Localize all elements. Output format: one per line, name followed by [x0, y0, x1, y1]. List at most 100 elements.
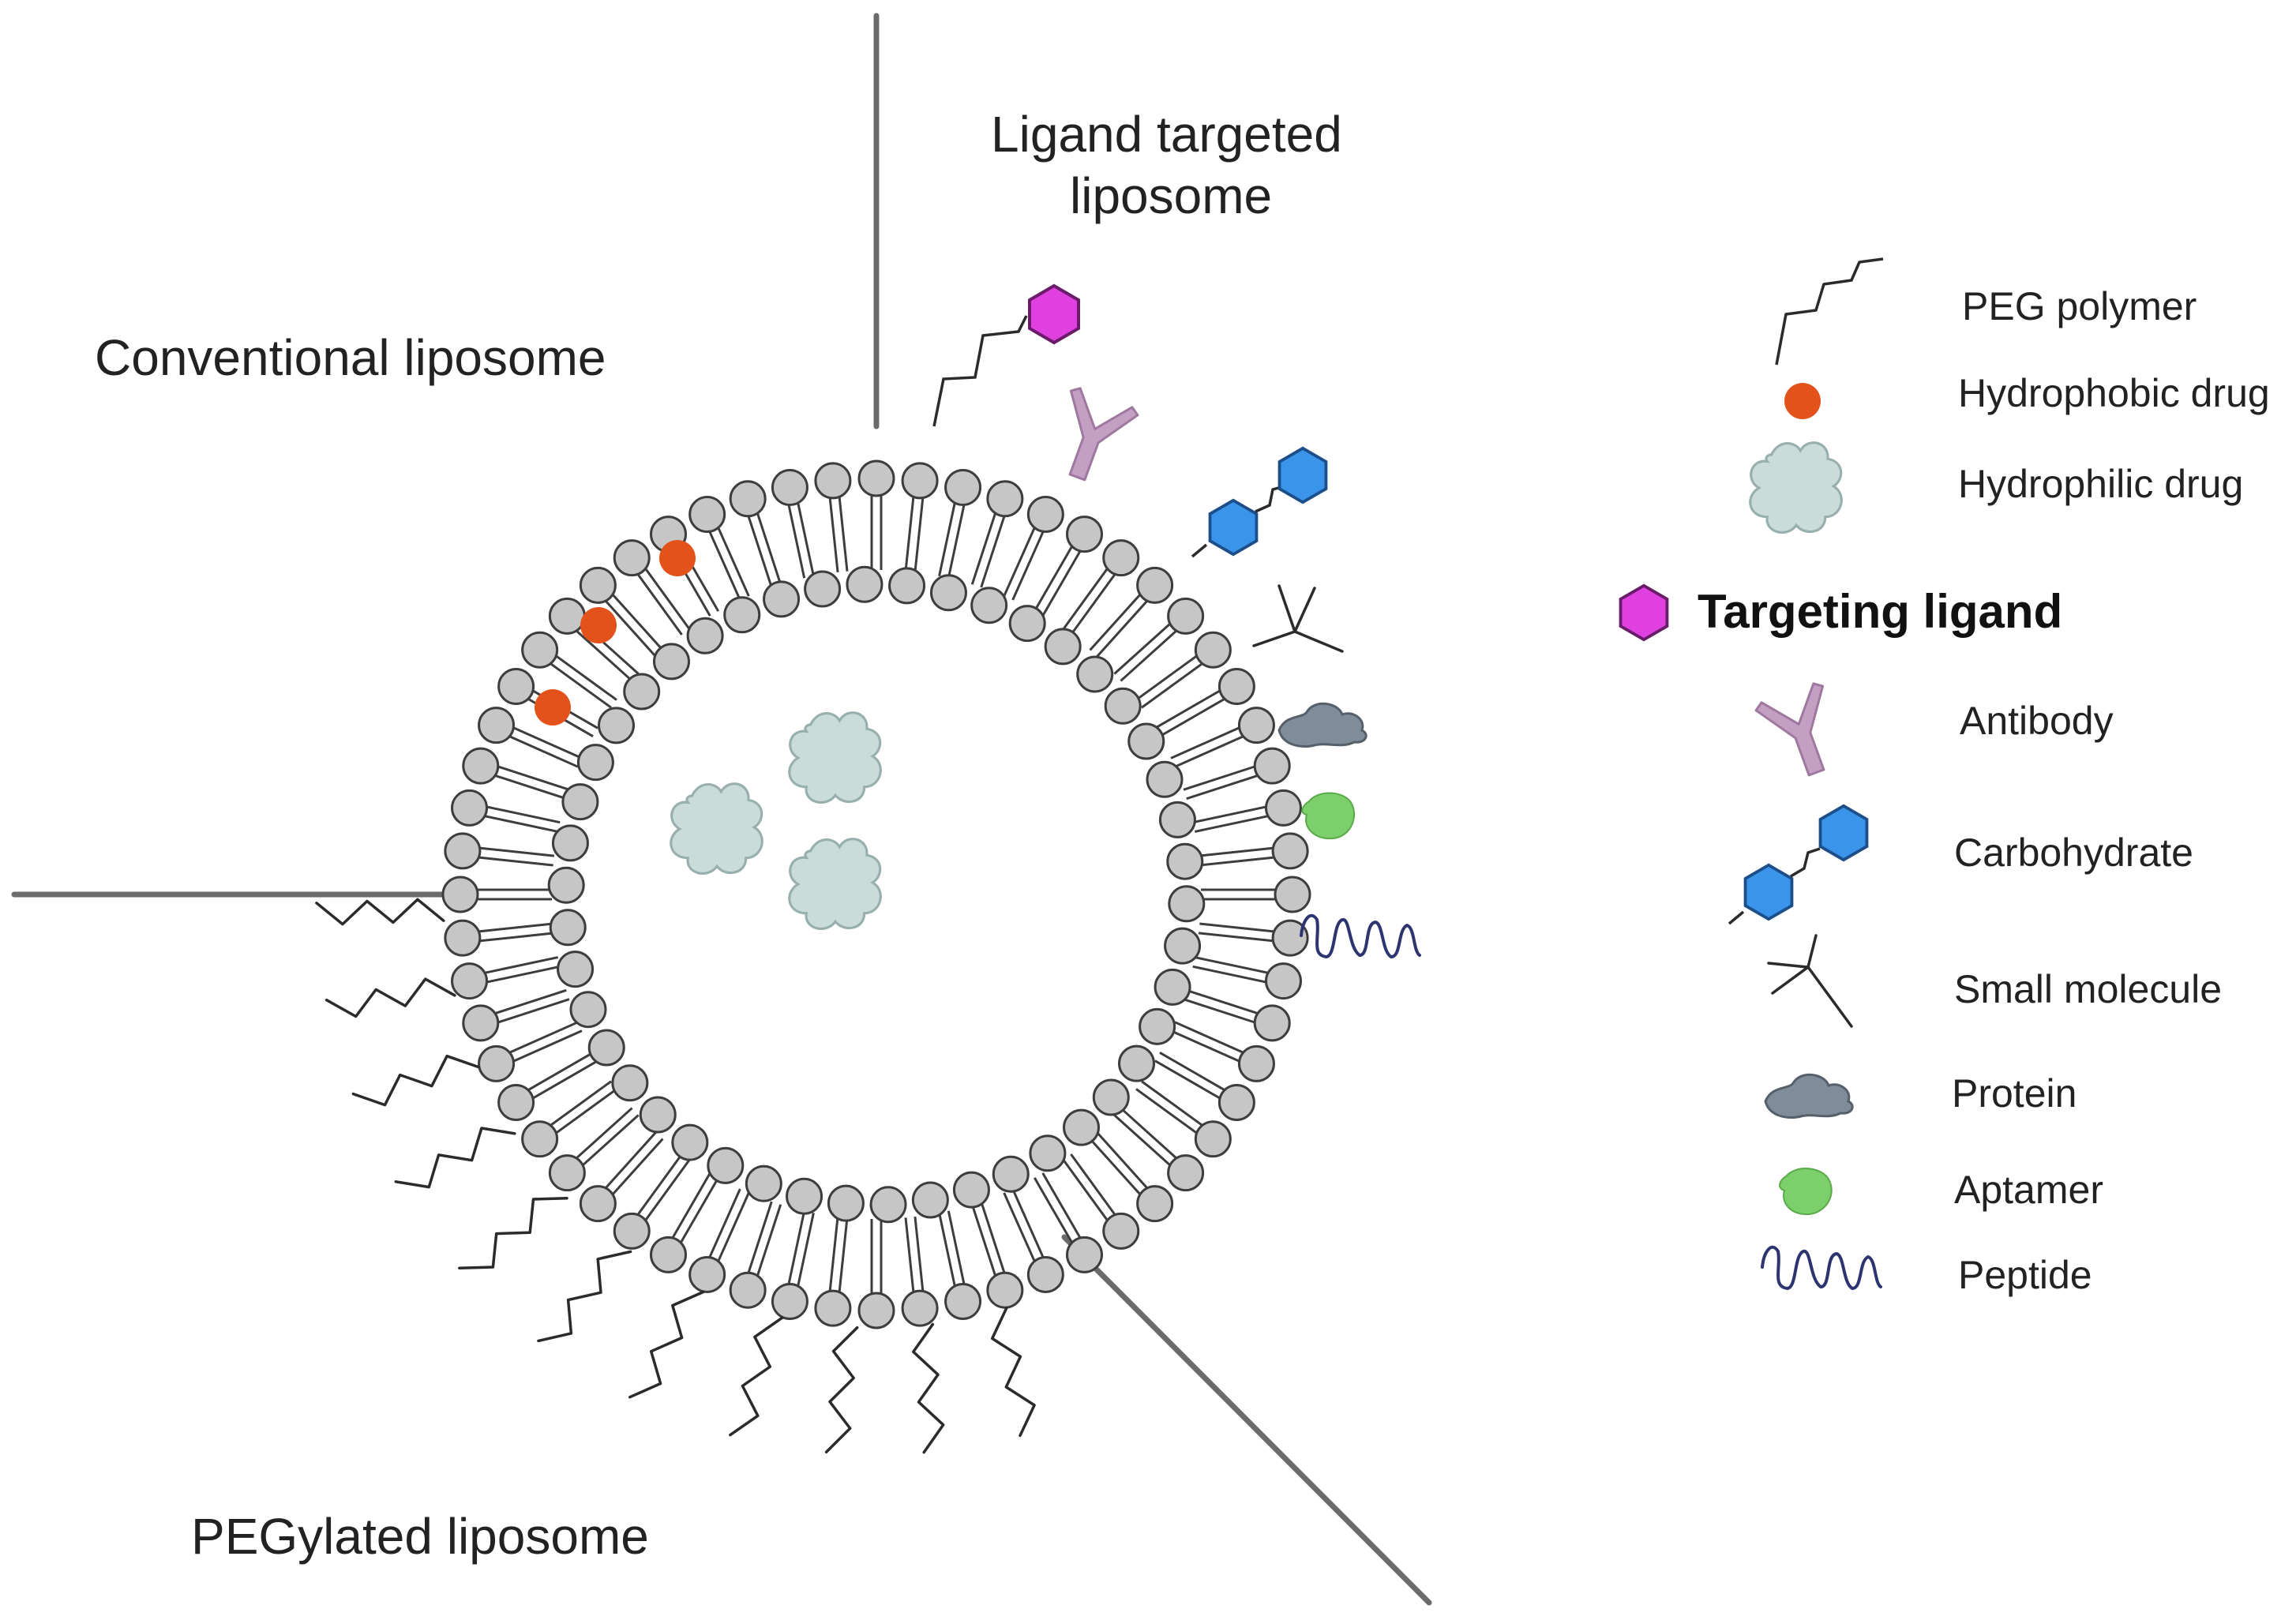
divider-bottom-right: [1061, 1234, 1432, 1606]
lipid-tail: [484, 965, 561, 984]
legend-icons: [1619, 257, 1884, 1291]
antibody-icon: [1068, 387, 1139, 482]
lipid-head-inner: [723, 596, 761, 634]
lipid-tail: [1194, 956, 1271, 975]
lipid-tail: [1154, 688, 1223, 729]
lipid-head-outer: [1066, 1236, 1103, 1273]
lipid-tail: [580, 1114, 640, 1168]
lipid-tail: [904, 494, 915, 572]
lipid-head-outer: [650, 1236, 687, 1273]
lipid-head-inner: [1154, 968, 1191, 1006]
lipid-head-inner: [1158, 801, 1196, 838]
lipid-tail: [1198, 846, 1276, 857]
lipid-head-inner: [707, 1146, 745, 1184]
legend-aptamer: Aptamer: [1954, 1168, 2103, 1212]
lipid-head-outer: [1253, 747, 1291, 785]
peg-chain: [351, 1054, 480, 1107]
lipid-head-inner: [1164, 927, 1202, 965]
aptamer-legend-icon: [1779, 1168, 1833, 1216]
lipid-head-inner: [992, 1155, 1030, 1193]
lipid-tail: [1120, 1107, 1180, 1161]
lipid-tail: [553, 653, 617, 701]
lipid-tail: [1192, 965, 1269, 984]
small-molecule-icon: [1252, 584, 1344, 653]
lipid-head-inner: [952, 1171, 990, 1209]
lipid-head-inner: [561, 783, 599, 821]
lipid-head-inner: [576, 744, 614, 782]
lipid-head-outer: [462, 747, 500, 785]
lipid-head-outer: [613, 539, 651, 577]
protein-icon: [1277, 702, 1367, 748]
carbohydrate-legend-icon: [1728, 804, 1869, 925]
lipid-tail: [1070, 1153, 1118, 1218]
lipid-tail: [1174, 734, 1247, 768]
lipid-head-inner: [869, 1186, 907, 1224]
ligand-targeted-title-line2: liposome: [1070, 167, 1273, 224]
lipid-tail: [1186, 773, 1261, 801]
lipid-tail: [1034, 1177, 1075, 1246]
hydrophilic-drugs: [670, 711, 882, 930]
lipid-head-inner: [763, 580, 801, 618]
lipid-head-inner: [911, 1181, 949, 1219]
lipid-head-inner: [846, 565, 884, 603]
lipid-head-outer: [729, 480, 767, 518]
lipid-tail: [838, 494, 849, 572]
lipid-tail: [1120, 628, 1180, 682]
lipid-head-outer: [814, 462, 852, 500]
lipid-head-outer: [688, 1255, 726, 1293]
lipid-head-inner: [1008, 605, 1046, 643]
lipid-head-inner: [639, 1096, 677, 1134]
lipid-tail: [1041, 548, 1082, 617]
legend-hydrophilic-drug: Hydrophilic drug: [1958, 462, 2244, 506]
lipid-tail: [477, 846, 555, 857]
lipid-tail: [477, 932, 555, 943]
lipid-tail: [492, 988, 567, 1016]
lipid-tail: [828, 495, 839, 573]
lipid-tail: [1170, 1029, 1243, 1063]
lipid-head-inner: [597, 707, 635, 744]
carbohydrate-hexagon: [1208, 498, 1259, 557]
lipid-tail: [1062, 1159, 1110, 1224]
lipid-head-outer: [462, 1004, 500, 1042]
peptide-icon: [1300, 913, 1421, 959]
legend-small-molecule: Small molecule: [1954, 967, 2223, 1011]
lipid-head-outer: [1253, 1004, 1291, 1042]
lipid-tail: [1183, 764, 1258, 791]
peg-chain: [824, 1326, 859, 1454]
carbohydrate-icon: [1191, 446, 1328, 558]
lipid-tail: [643, 1159, 691, 1224]
lipid-head-outer: [1066, 516, 1103, 553]
peg-chain: [325, 977, 456, 1018]
lipid-head-inner: [1168, 885, 1206, 923]
lipid-head-outer: [857, 459, 895, 497]
lipid-tail: [1199, 922, 1277, 933]
lipid-tail: [1003, 524, 1037, 597]
lipid-head-outer: [444, 832, 482, 870]
lipid-tail: [755, 510, 782, 585]
lipid-head-outer: [1237, 707, 1275, 744]
lipid-head-outer: [478, 707, 516, 744]
lipid-head-inner: [549, 909, 587, 947]
ligand-targeted-title-line1: Ligand targeted: [991, 106, 1342, 163]
lipid-tail: [716, 1192, 750, 1265]
lipid-tail: [573, 1107, 633, 1161]
lipid-tail: [482, 814, 559, 833]
lipid-tail: [1089, 1138, 1143, 1198]
lipid-tail: [495, 998, 570, 1025]
peg-linker: [932, 315, 1028, 427]
lipid-tail: [746, 1201, 773, 1276]
sector-dividers: [11, 13, 1432, 1606]
lipid-head-outer: [1102, 539, 1140, 577]
lipid-head-inner: [827, 1184, 865, 1222]
lipid-head-outer: [441, 876, 479, 913]
lipid-head-inner: [557, 951, 595, 988]
legend-peptide: Peptide: [1958, 1253, 2092, 1297]
legend-hydrophobic-drug: Hydrophobic drug: [1958, 371, 2270, 415]
lipid-tail: [1159, 696, 1228, 737]
aptamer-icon: [1301, 792, 1355, 840]
lipid-head-outer: [1194, 1120, 1232, 1158]
lipid-head-inner: [1092, 1078, 1130, 1116]
lipid-tail: [670, 1172, 711, 1241]
lipid-head-outer: [901, 1289, 939, 1327]
